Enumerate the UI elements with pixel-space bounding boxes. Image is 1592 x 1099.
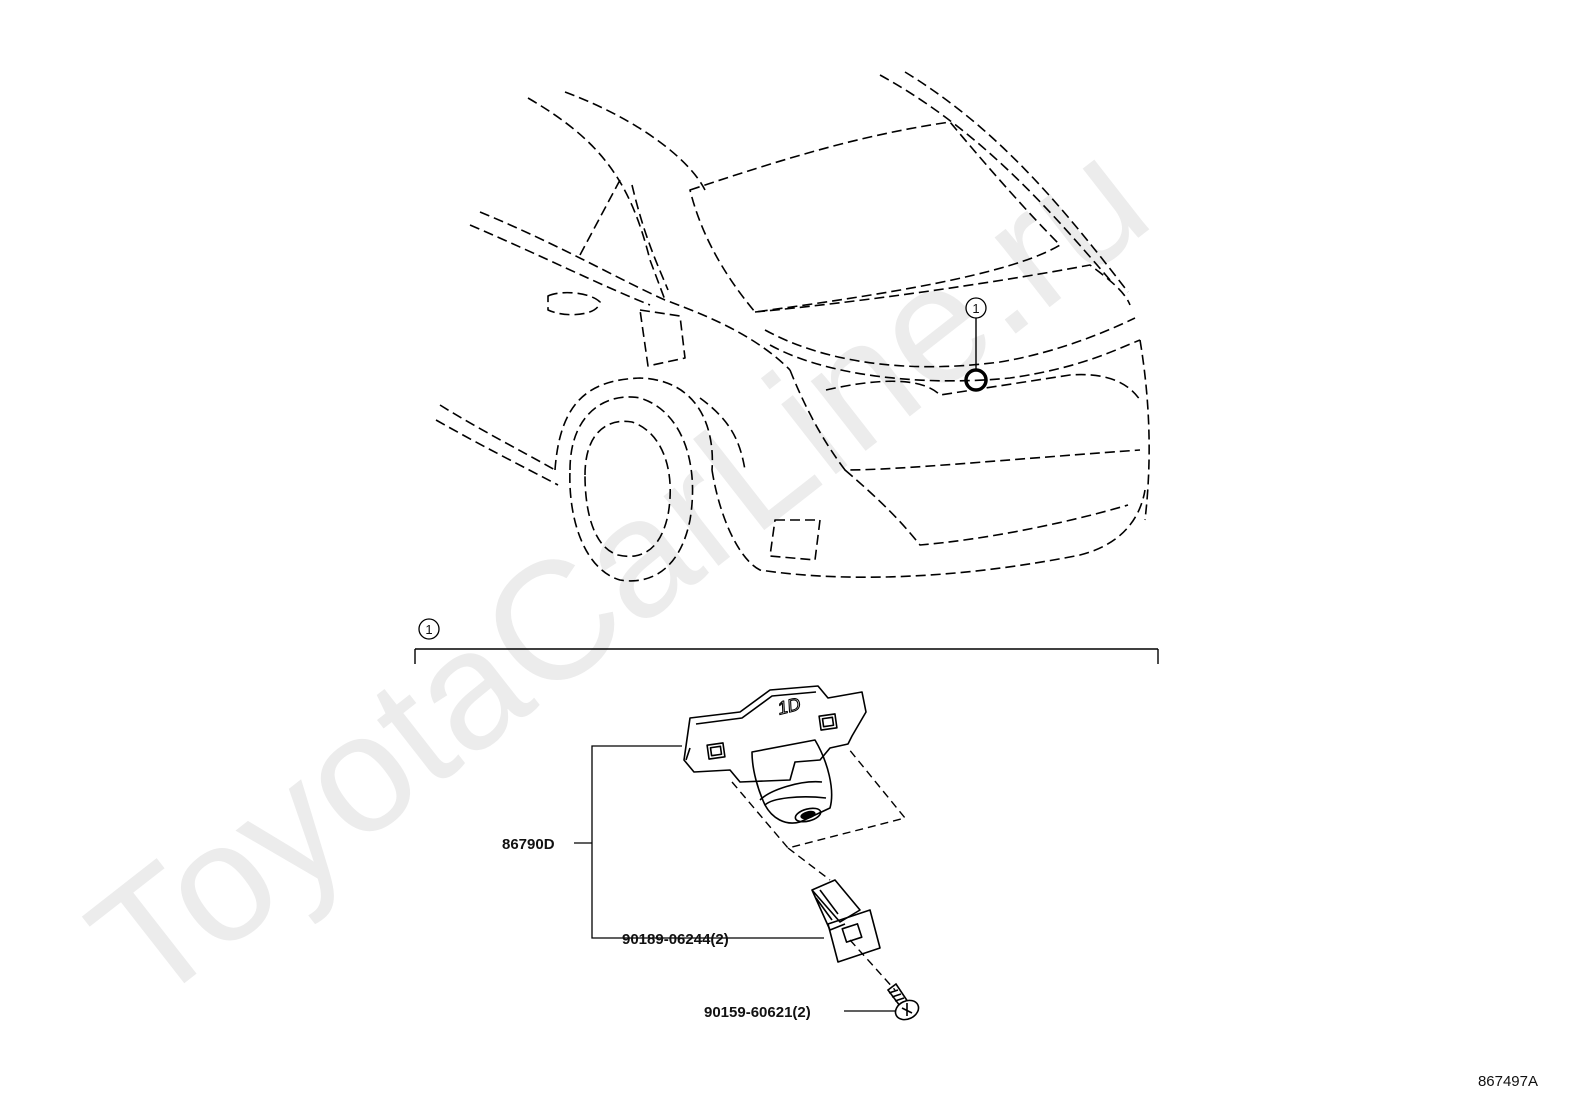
callout-marker-top	[965, 297, 987, 319]
vehicle-callout: 1	[964, 297, 988, 392]
detail-bracket	[414, 648, 1159, 664]
callout-marker-detail	[418, 618, 440, 640]
callout-number-detail: 1	[425, 622, 432, 637]
clip-part	[811, 879, 881, 963]
vehicle-rear-illustration	[435, 71, 1150, 582]
figure-code: 867497A	[1478, 1073, 1538, 1090]
rear-camera-assembly: 1D	[683, 685, 867, 824]
part-label-camera: 86790D	[502, 836, 555, 853]
callout-number-top: 1	[972, 301, 979, 316]
assembly-guide-lines	[731, 747, 907, 991]
module-plate-marking: 1D	[775, 694, 802, 719]
part-label-clip: 90189-06244(2)	[622, 931, 729, 948]
part-label-screw: 90159-60621(2)	[704, 1004, 811, 1021]
screw-part	[886, 982, 920, 1021]
watermark: ToyotaCarLine.ru	[56, 103, 1180, 1039]
part-leader-lines	[574, 745, 896, 1012]
